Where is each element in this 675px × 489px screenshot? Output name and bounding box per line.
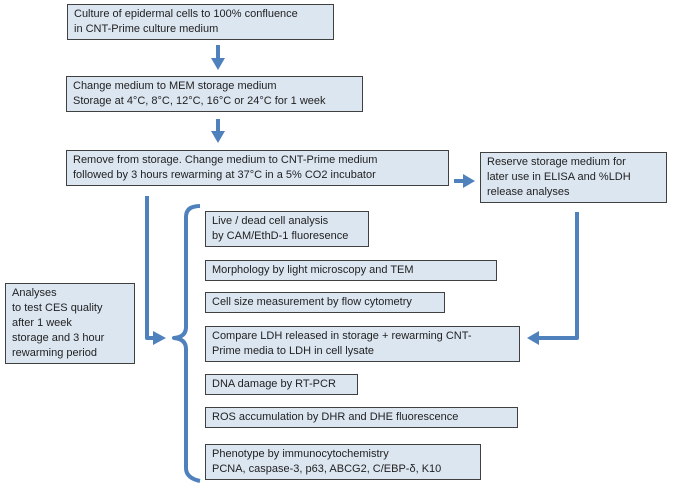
analysis-box-phenotype: Phenotype by immunocytochemistry PCNA, c… bbox=[205, 444, 481, 480]
left-brace-icon bbox=[172, 204, 201, 483]
analysis-box-dna-damage: DNA damage by RT-PCR bbox=[205, 374, 358, 395]
analysis-box-morphology: Morphology by light microscopy and TEM bbox=[205, 260, 497, 281]
elbow-arrow-right-icon bbox=[527, 212, 579, 345]
analysis-box-ldh-comparison: Compare LDH released in storage + rewarm… bbox=[205, 326, 520, 362]
analysis-box-ros-accumulation: ROS accumulation by DHR and DHE fluoresc… bbox=[205, 407, 518, 428]
down-arrow-1-icon bbox=[211, 45, 225, 70]
right-arrow-icon bbox=[454, 174, 475, 188]
flow-box-reserve-medium: Reserve storage medium for later use in … bbox=[480, 152, 667, 203]
elbow-arrow-left-icon bbox=[145, 196, 166, 345]
flow-box-rewarming: Remove from storage. Change medium to CN… bbox=[66, 150, 449, 186]
flow-box-analyses-note: Analyses to test CES quality after 1 wee… bbox=[5, 283, 135, 364]
down-arrow-2-icon bbox=[211, 119, 225, 143]
analysis-box-cell-size: Cell size measurement by flow cytometry bbox=[205, 292, 445, 313]
flow-box-culture: Culture of epidermal cells to 100% confl… bbox=[67, 4, 334, 40]
analysis-box-live-dead: Live / dead cell analysis by CAM/EthD-1 … bbox=[205, 211, 369, 247]
flow-box-storage: Change medium to MEM storage medium Stor… bbox=[66, 76, 363, 112]
